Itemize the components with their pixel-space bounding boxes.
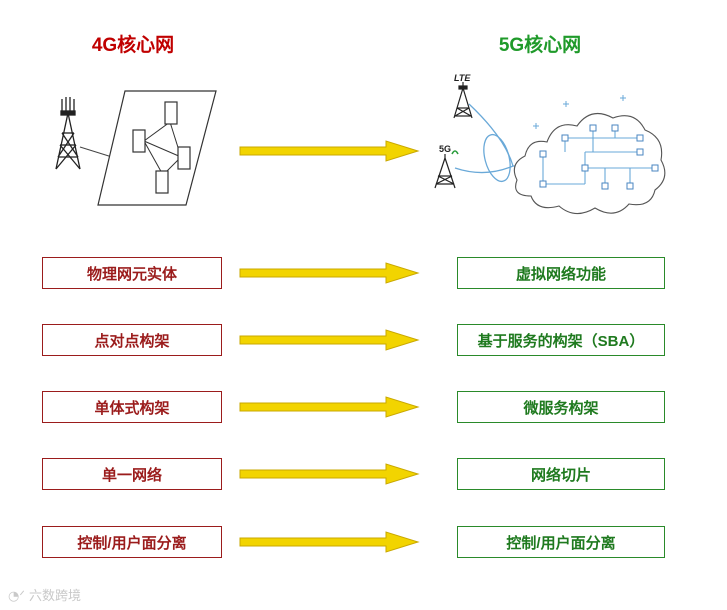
transition-arrow bbox=[239, 463, 420, 485]
5g-feature-box: 网络切片 bbox=[457, 458, 665, 490]
4g-core-network-figure bbox=[55, 90, 217, 206]
4g-feature-box: 物理网元实体 bbox=[42, 257, 222, 289]
watermark-text: 六数跨境 bbox=[28, 589, 81, 604]
5g-core-heading: 5G核心网 bbox=[498, 35, 582, 56]
5g-label: 5G bbox=[439, 144, 451, 154]
4g-feature-box: 点对点构架 bbox=[42, 324, 222, 356]
transition-arrow bbox=[239, 396, 420, 418]
5g-feature-box: 虚拟网络功能 bbox=[457, 257, 665, 289]
5g-feature-box: 微服务构架 bbox=[457, 391, 665, 423]
4g-feature-box: 单一网络 bbox=[42, 458, 222, 490]
5g-feature-box: 基于服务的构架（SBA） bbox=[457, 324, 665, 356]
lte-label: LTE bbox=[454, 73, 471, 83]
network-element-node bbox=[164, 101, 178, 125]
network-element-node bbox=[155, 170, 169, 194]
4g-feature-box: 控制/用户面分离 bbox=[42, 526, 222, 558]
5g-core-network-figure: LTE 5G bbox=[434, 73, 666, 215]
4g-feature-box: 单体式构架 bbox=[42, 391, 222, 423]
5g-tower-icon bbox=[434, 154, 456, 189]
watermark-logo-icon: ◔ᐟ bbox=[8, 589, 29, 604]
network-element-node bbox=[177, 146, 191, 170]
cell-tower-icon bbox=[55, 97, 81, 170]
5g-feature-box: 控制/用户面分离 bbox=[457, 526, 665, 558]
transition-arrow bbox=[239, 531, 420, 553]
lte-tower-icon bbox=[453, 82, 473, 119]
watermark: ◔ᐟ 六数跨境 bbox=[8, 585, 81, 604]
transition-arrow bbox=[239, 262, 420, 284]
transition-arrow bbox=[239, 140, 420, 162]
network-element-node bbox=[132, 129, 146, 153]
4g-core-heading: 4G核心网 bbox=[91, 35, 175, 56]
network-plane bbox=[97, 90, 217, 206]
transition-arrow bbox=[239, 329, 420, 351]
